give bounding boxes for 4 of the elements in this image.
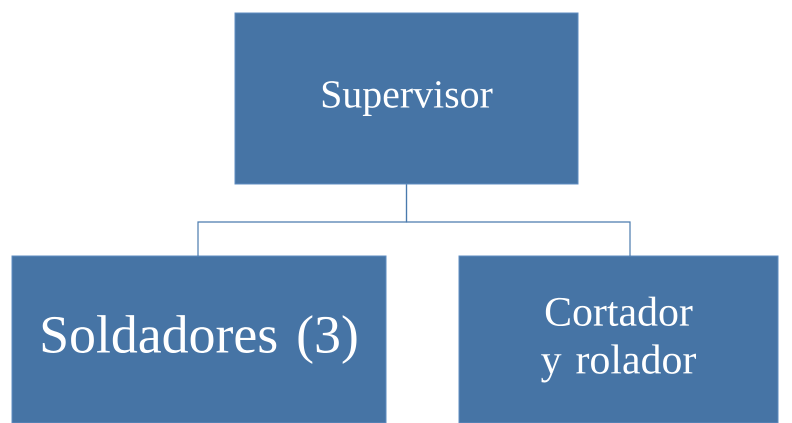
org-box: Supervisor (234, 12, 578, 184)
connector-line (406, 184, 631, 256)
org-box: Soldadores (3) (12, 256, 386, 423)
org-box: Cortador y rolador (458, 256, 778, 423)
